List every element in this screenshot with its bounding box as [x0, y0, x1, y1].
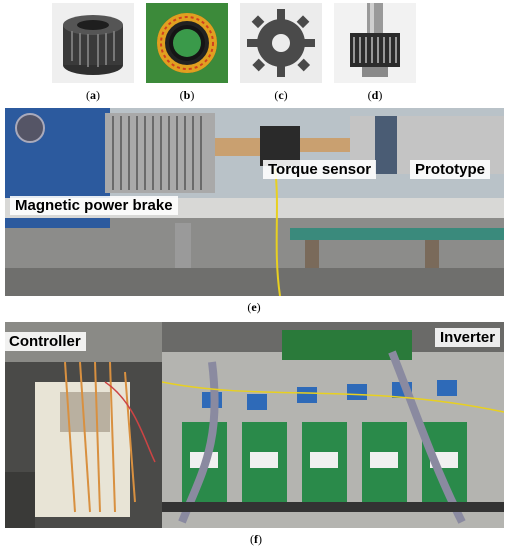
photo-stator-core: [52, 3, 134, 83]
photo-rotor-lamination: [240, 3, 322, 83]
panel-label-b: (b): [179, 88, 195, 102]
photo-controller: [5, 322, 162, 528]
callout-inverter: Inverter: [435, 328, 501, 347]
panel-label-a: (a): [86, 88, 100, 102]
panel-label-f: (f): [250, 532, 262, 546]
callout-magnetic-power-brake: Magnetic power brake: [10, 196, 178, 215]
photo-rotor-shaft: [334, 3, 416, 83]
photo-wound-stator: [146, 3, 228, 83]
callout-prototype: Prototype: [410, 160, 491, 179]
panel-label-e: (e): [247, 300, 261, 314]
callout-controller: Controller: [4, 332, 86, 351]
photo-inverter: [162, 322, 504, 528]
callout-torque-sensor: Torque sensor: [263, 160, 377, 179]
panel-label-d: (d): [367, 88, 383, 102]
panel-label-c: (c): [274, 88, 288, 102]
